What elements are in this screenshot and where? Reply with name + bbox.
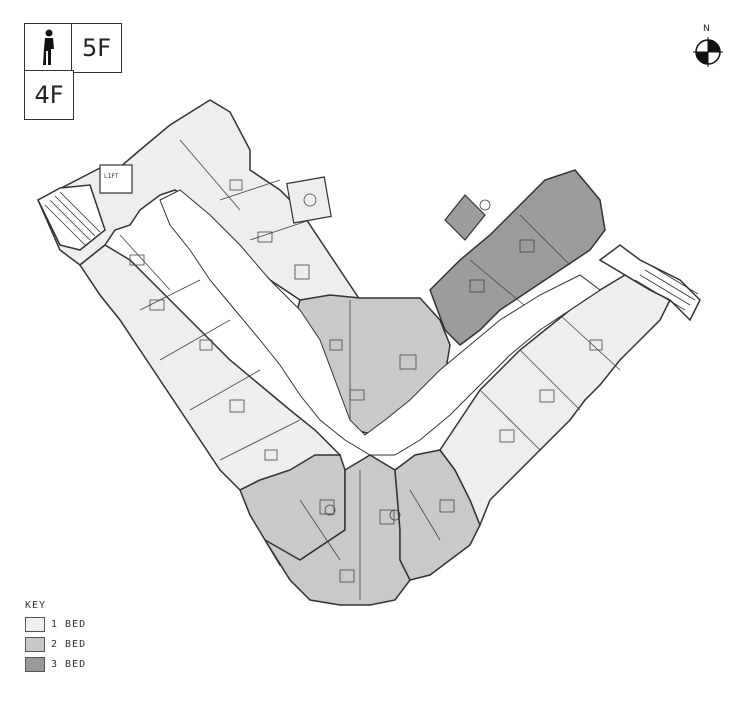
key-title: KEY — [25, 600, 47, 611]
floor-4f-label: 4F — [34, 81, 64, 109]
floor-4f-button[interactable]: 4F — [24, 70, 74, 120]
corridor — [159, 189, 601, 456]
key-item-3bed: 3 BED — [25, 657, 86, 672]
lift-box — [99, 164, 133, 194]
compass-icon — [693, 37, 723, 67]
key-item-2bed: 2 BED — [25, 637, 86, 652]
left-stair-core — [37, 184, 106, 251]
key-swatch-1bed — [25, 617, 45, 632]
key-label-1bed: 1 BED — [51, 619, 87, 630]
floor-selector: 5F 4F — [24, 23, 122, 120]
top-balcony — [286, 176, 332, 224]
floor-5f-button[interactable]: 5F — [71, 23, 122, 73]
key-swatch-2bed — [25, 637, 45, 652]
key-item-1bed: 1 BED — [25, 617, 86, 632]
key-legend: KEY 1 BED 2 BED 3 BED — [25, 600, 86, 677]
right-stair-core — [598, 244, 701, 322]
lift-label: LIFT — [104, 173, 119, 180]
key-swatch-3bed — [25, 657, 45, 672]
balcony-3bed — [444, 194, 486, 241]
floor-icon-cell — [24, 23, 74, 73]
compass-north-label: N — [703, 24, 710, 34]
person-scale-icon — [43, 29, 54, 65]
compass: N — [693, 24, 723, 68]
right-wing-3bed — [429, 169, 606, 346]
left-wing-1bed — [37, 99, 361, 332]
floor-5f-label: 5F — [81, 34, 112, 62]
furniture — [129, 179, 603, 583]
key-label-3bed: 3 BED — [51, 659, 87, 670]
key-label-2bed: 2 BED — [51, 639, 87, 650]
